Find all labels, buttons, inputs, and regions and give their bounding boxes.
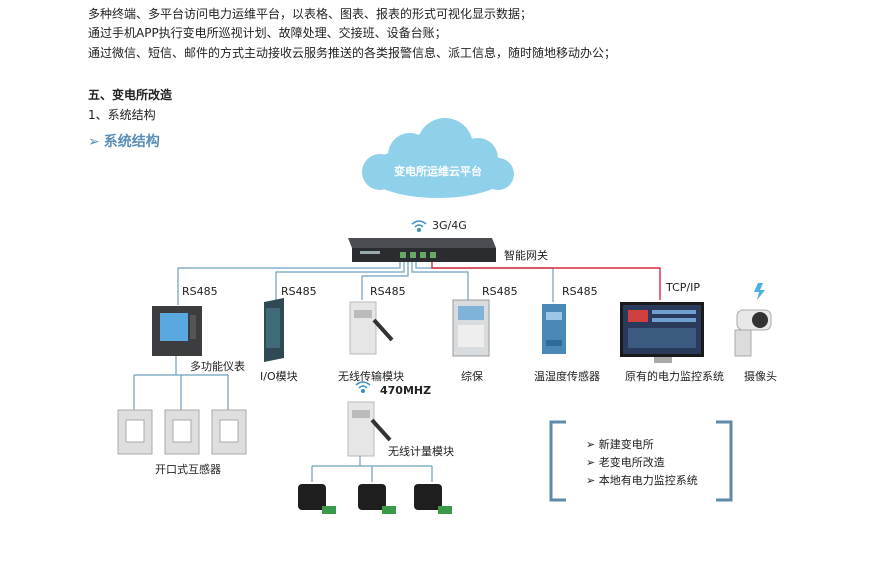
- wireless-meter-label: 无线计量模块: [388, 445, 454, 458]
- legend-item-existing: ➢ 本地有电力监控系统: [586, 472, 698, 488]
- sensor-label: 温湿度传感器: [534, 370, 600, 383]
- cloud-icon: [362, 118, 514, 198]
- arrow-icon: ➢: [88, 134, 100, 150]
- gateway-device: [348, 238, 496, 262]
- diagram-title: ➢系统结构: [88, 131, 160, 151]
- legend-item-new: ➢ 新建变电所: [586, 436, 654, 452]
- doc-line-2: 通过手机APP执行变电所巡视计划、故障处理、交接班、设备台账；: [88, 26, 447, 40]
- legend-item-label: 新建变电所: [598, 438, 654, 451]
- bullet-arrow-icon: ➢: [586, 474, 596, 487]
- wireless-tx-device: [349, 301, 394, 355]
- protection-label: 综保: [461, 370, 483, 383]
- gateway-label: 智能网关: [504, 249, 548, 262]
- camera-device: [734, 283, 772, 357]
- ct-device: [117, 409, 247, 455]
- meter-device: [152, 306, 202, 356]
- legend-item-label: 本地有电力监控系统: [598, 474, 698, 487]
- io-label: I/O模块: [260, 370, 298, 383]
- sensor-device: [542, 304, 566, 354]
- tcpip-label: TCP/IP: [666, 281, 700, 294]
- rs485-label-4: RS485: [482, 285, 518, 298]
- rs485-label-5: RS485: [562, 285, 598, 298]
- wireless-meter-device: [347, 401, 392, 457]
- rs485-label-3: RS485: [370, 285, 406, 298]
- protection-device: [452, 299, 490, 357]
- wireless-sensor-device: [298, 484, 452, 514]
- doc-line-1: 多种终端、多平台访问电力运维平台，以表格、图表、报表的形式可视化显示数据；: [88, 7, 533, 21]
- legend-item-label: 老变电所改造: [598, 456, 665, 469]
- section-heading: 五、变电所改造: [88, 88, 173, 102]
- legend-item-retrofit: ➢ 老变电所改造: [586, 454, 665, 470]
- io-module-device: [264, 298, 284, 362]
- camera-label: 摄像头: [744, 370, 777, 383]
- wifi-icon-470: [355, 381, 371, 394]
- meter-label: 多功能仪表: [190, 360, 245, 373]
- wireless-tx-label: 无线传输模块: [338, 370, 404, 383]
- cloud-label: 变电所运维云平台: [394, 165, 482, 178]
- rs485-label-2: RS485: [281, 285, 317, 298]
- rs485-label-1: RS485: [182, 285, 218, 298]
- monitor-device: [620, 302, 704, 363]
- frequency-label: 470MHZ: [380, 384, 432, 397]
- legend-frame: [549, 420, 733, 502]
- bullet-arrow-icon: ➢: [586, 456, 596, 469]
- meter-lines: [311, 456, 433, 482]
- section-subheading: 1、系统结构: [88, 108, 156, 122]
- ct-label: 开口式互感器: [155, 463, 221, 476]
- bullet-arrow-icon: ➢: [586, 438, 596, 451]
- diagram-title-text: 系统结构: [103, 134, 160, 150]
- ct-lines: [133, 356, 229, 412]
- network-label: 3G/4G: [432, 219, 467, 232]
- doc-line-3: 通过微信、短信、邮件的方式主动接收云服务推送的各类报警信息、派工信息，随时随地移…: [88, 46, 617, 60]
- tcpip-line: [431, 262, 661, 300]
- wifi-icon: [411, 220, 427, 233]
- monitor-label: 原有的电力监控系统: [625, 370, 724, 383]
